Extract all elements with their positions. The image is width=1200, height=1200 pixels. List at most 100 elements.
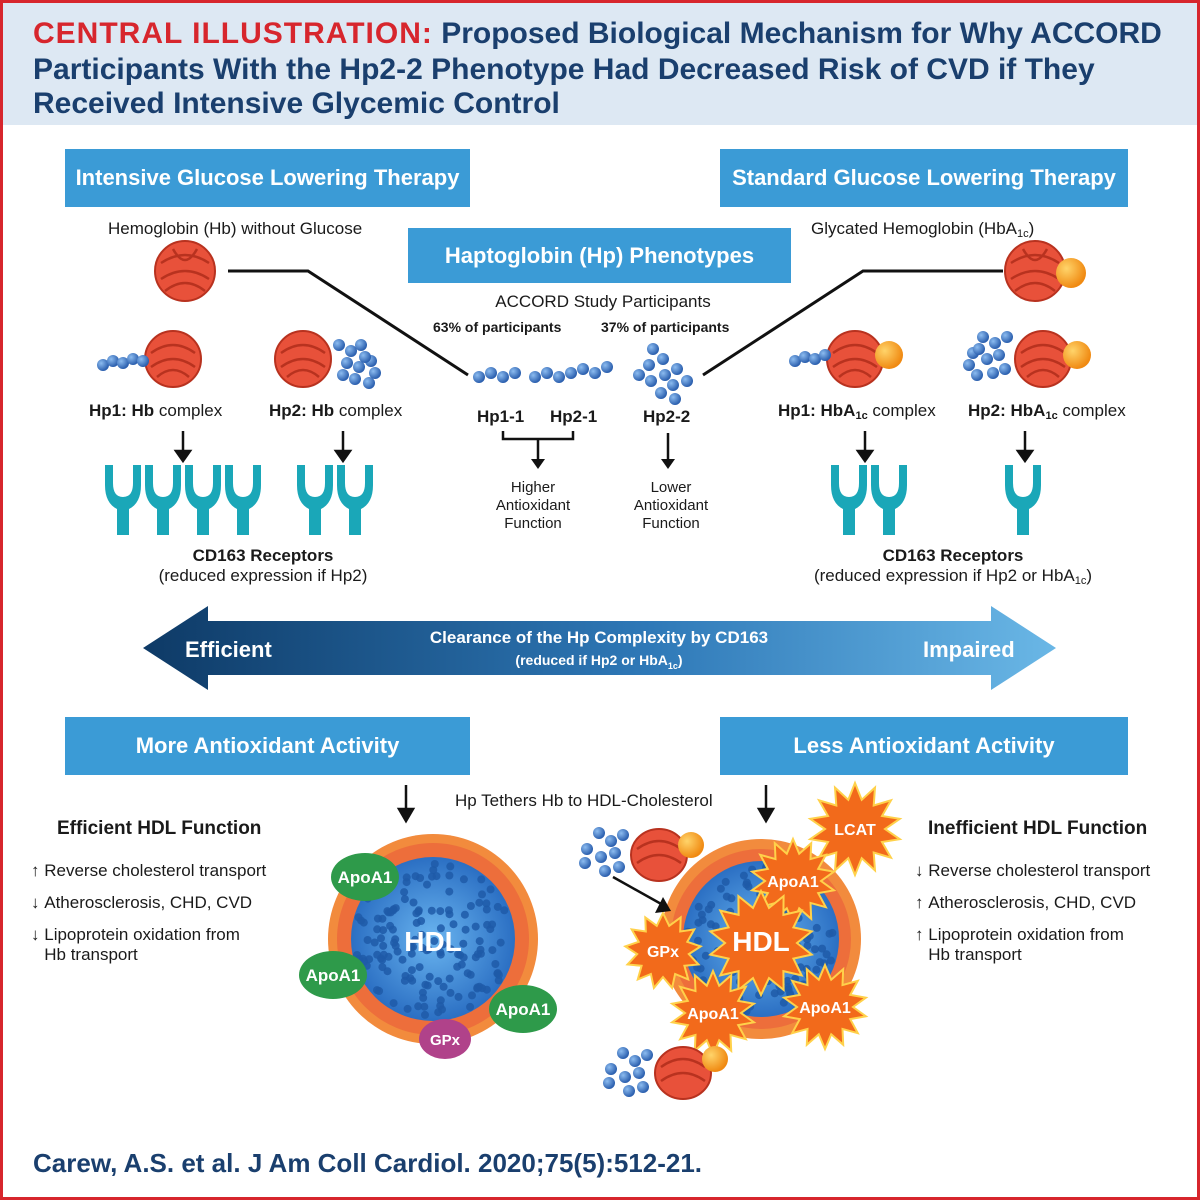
apoa1-left-text-2: ApoA1 [306, 966, 361, 985]
hemoglobin-icon [154, 240, 216, 302]
cd163-right-note: (reduced expression if Hp2 or HbA [813, 566, 1075, 586]
cd163-receptor-icon [145, 465, 181, 535]
clearance-note-close: ) [678, 652, 683, 668]
cd163-left-title: CD163 Receptors [192, 546, 334, 565]
hp2-hb-bold: Hp2: Hb [269, 401, 335, 420]
glycated-hb-sub: 1c [1016, 228, 1029, 240]
phenotypes-box: Haptoglobin (Hp) Phenotypes [408, 228, 791, 283]
hp2-hba-rest: complex [1057, 401, 1126, 420]
hp1-hba-rest: complex [867, 401, 936, 420]
apoa1-badge-2 [299, 951, 367, 999]
clearance-note: (reduced if Hp2 or HbA1c) [515, 652, 682, 671]
hp2-hba1c-complex-icon [963, 330, 1091, 388]
cd163-receptor-icon [297, 465, 333, 535]
citation: Carew, A.S. et al. J Am Coll Cardiol. 20… [33, 1148, 703, 1178]
inefficient-hdl-item-1: ↓ Reverse cholesterol transport [915, 861, 1150, 881]
inefficient-hdl-item-text: Reverse cholesterol transport [928, 861, 1151, 880]
inefficient-hdl-heading: Inefficient HDL Function [928, 818, 1148, 839]
impaired-label: Impaired [923, 637, 1015, 662]
efficient-hdl-item-1: ↑ Reverse cholesterol transport [31, 861, 266, 881]
glycated-hb-text: Glycated Hemoglobin (HbA [811, 219, 1017, 238]
right-connector-line [702, 269, 1003, 377]
cd163-receptor-icon [185, 465, 221, 535]
efficient-hdl-particle: HDL ApoA1 ApoA1 ApoA1 GPx [299, 834, 557, 1059]
down-arrows-receptors [173, 431, 1035, 464]
glycated-hemoglobin-icon [1004, 240, 1086, 302]
cd163-right-title: CD163 Receptors [882, 546, 1024, 565]
cd163-receptors [105, 465, 1041, 535]
hdl-left-text: HDL [404, 926, 462, 957]
gpx-left-text: GPx [430, 1032, 461, 1049]
clearance-title: Clearance of the Hp Complexity by CD163 [430, 628, 768, 647]
higher-arrow-head [531, 459, 545, 469]
efficient-hdl-item-text: Atherosclerosis, CHD, CVD [44, 893, 253, 912]
higher-line-3: Function [504, 515, 562, 532]
less-antioxidant-box: Less Antioxidant Activity [720, 717, 1128, 775]
hp22-molecule-icon [633, 343, 693, 405]
down-arrow-icon: ↓ [915, 861, 929, 880]
tether-arrow-head [655, 897, 671, 913]
inefficient-hdl-item-2: ↑ Atherosclerosis, CHD, CVD [915, 893, 1136, 913]
glycated-hb-label: Glycated Hemoglobin (HbA1c) [811, 219, 1034, 241]
title-line-3: Received Intensive Glycemic Control [33, 87, 560, 120]
hp21-molecule-icon [529, 361, 613, 383]
higher-antioxidant-label: Higher Antioxidant Function [473, 479, 593, 533]
higher-line-2: Antioxidant [495, 497, 571, 514]
clearance-arrow [143, 606, 1056, 690]
inefficient-hdl-particle: HDL ApoA1 GPx ApoA1 ApoA1 LCAT [623, 780, 903, 1058]
cd163-receptor-icon [871, 465, 907, 535]
apoa1-left-text-3: ApoA1 [496, 1000, 551, 1019]
hdl-right-text: HDL [732, 926, 790, 957]
cd163-receptor-icon [831, 465, 867, 535]
hp1-hb-complex-label: Hp1: Hb complex [89, 401, 222, 421]
hp11-molecule-icon [473, 367, 521, 383]
cd163-right-note-line: (reduced expression if Hp2 or HbA1c) [783, 566, 1123, 588]
lower-line-1: Lower [650, 479, 692, 496]
lower-antioxidant-label: Lower Antioxidant Function [611, 479, 731, 533]
up-arrow-icon: ↑ [915, 925, 929, 944]
tethered-complex-top [579, 827, 704, 882]
efficient-hdl-item-3: ↓ Lipoprotein oxidation from Hb transpor… [31, 925, 240, 966]
hp2-hb-complex-label: Hp2: Hb complex [269, 401, 402, 421]
efficient-hdl-item-2: ↓ Atherosclerosis, CHD, CVD [31, 893, 252, 913]
cd163-left-label: CD163 Receptors (reduced expression if H… [113, 546, 413, 587]
hp21-label: Hp2-1 [550, 407, 598, 426]
apoa1-badge-1 [331, 853, 399, 901]
hp1-hba-bold: Hp1: HbA [778, 401, 856, 420]
lower-arrow-head [661, 459, 675, 469]
inefficient-hdl-item-text: Atherosclerosis, CHD, CVD [928, 893, 1137, 912]
hp1-hb-bold: Hp1: Hb [89, 401, 155, 420]
inefficient-hdl-item-text: Lipoprotein oxidation from Hb transport [928, 925, 1124, 965]
hp1-hb-rest: complex [154, 401, 223, 420]
clearance-note-text: (reduced if Hp2 or HbA [515, 652, 667, 668]
hp22-label: Hp2-2 [643, 407, 691, 426]
apoa1-badge-3 [489, 985, 557, 1033]
cd163-receptor-icon [225, 465, 261, 535]
tether-arrow-line [612, 875, 664, 907]
hb-without-glucose-label: Hemoglobin (Hb) without Glucose [108, 219, 363, 238]
apoa1-right-text-3: ApoA1 [799, 1000, 851, 1017]
cd163-right-label: CD163 Receptors (reduced expression if H… [783, 546, 1123, 589]
down-arrows-hdl [396, 785, 776, 824]
pct-37-label: 37% of participants [601, 319, 730, 335]
hp1-hb-complex-icon [97, 330, 202, 388]
accord-label: ACCORD Study Participants [495, 292, 711, 311]
standard-therapy-box: Standard Glucose Lowering Therapy [720, 149, 1128, 207]
gpx-burst [623, 910, 703, 991]
efficient-hdl-item-text: Reverse cholesterol transport [44, 861, 267, 880]
tether-label: Hp Tethers Hb to HDL-Cholesterol [455, 791, 713, 810]
lower-line-3: Function [642, 515, 700, 532]
gpx-right-text: GPx [647, 944, 679, 961]
clearance-note-sub: 1c [668, 661, 678, 671]
up-arrow-icon: ↑ [915, 893, 929, 912]
more-antioxidant-box: More Antioxidant Activity [65, 717, 470, 775]
apoa1-left-text-1: ApoA1 [338, 868, 393, 887]
glycated-hb-close: ) [1028, 219, 1035, 238]
hp2-hb-rest: complex [334, 401, 403, 420]
title-line-2: Participants With the Hp2-2 Phenotype Ha… [33, 53, 1095, 86]
hp2-hb-complex-icon [274, 330, 381, 389]
cd163-receptor-icon [105, 465, 141, 535]
efficient-label: Efficient [185, 637, 272, 662]
hp2-hba-sub: 1c [1045, 410, 1058, 422]
